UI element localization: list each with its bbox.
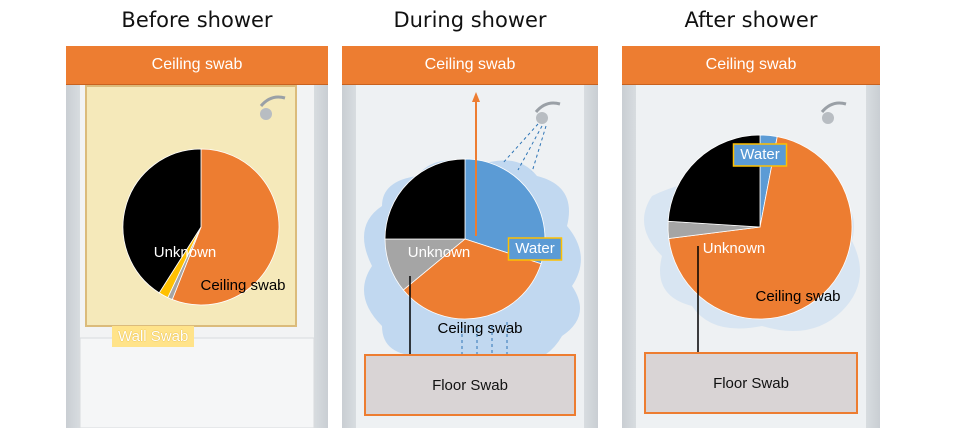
panel-title-before: Before shower — [121, 8, 273, 32]
floor-swab-box: Floor Swab — [644, 352, 858, 414]
shower-scene-before: Ceiling swab Unknown — [79, 84, 315, 428]
pie-slice-ceiling-swab — [171, 148, 280, 306]
slice-label-unknown: Unknown — [154, 244, 217, 261]
slice-label-unknown: Unknown — [703, 240, 766, 257]
wall-swab-tag: Wall Swab — [112, 326, 195, 347]
panel-title-during: During shower — [393, 8, 547, 32]
pie-slice-ceiling-swab — [402, 238, 542, 320]
slice-label-box — [732, 143, 788, 167]
showerhead-icon — [534, 101, 561, 113]
slice-label-water: Water — [740, 146, 779, 163]
slice-label-ceiling-swab: Ceiling swab — [200, 277, 285, 294]
slice-label-ceiling-swab: Ceiling swab — [437, 320, 522, 337]
showerhead-icon — [820, 101, 847, 113]
ceiling-swab-bar: Ceiling swab — [622, 46, 880, 85]
slice-label-box — [507, 237, 563, 261]
ceiling-swab-bar: Ceiling swab — [66, 46, 328, 85]
slice-label-unknown: Unknown — [408, 244, 471, 261]
pie-slice-unknown — [384, 158, 466, 240]
floor-swab-box: Floor Swab — [364, 354, 576, 416]
showerhead-icon — [259, 95, 286, 107]
pie-slice-unknown — [122, 148, 202, 294]
slice-label-water: Water — [515, 240, 554, 257]
water-spray-icon — [461, 123, 547, 358]
pie-slice-ceiling-swab — [668, 136, 853, 320]
slice-label-ceiling-swab: Ceiling swab — [755, 288, 840, 305]
ceiling-swab-bar: Ceiling swab — [342, 46, 598, 85]
panel-title-after: After shower — [684, 8, 818, 32]
